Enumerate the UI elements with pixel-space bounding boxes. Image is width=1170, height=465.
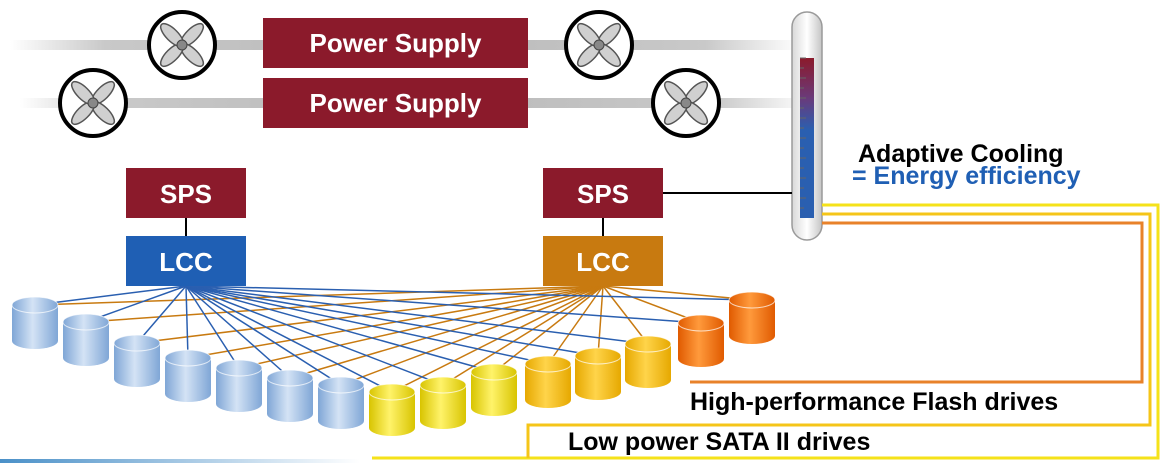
- lcc-left-link: [185, 285, 393, 393]
- flash-inner-border: [690, 221, 1144, 384]
- power-supply-bottom: Power Supply: [263, 78, 528, 128]
- lcc-right-link: [602, 285, 649, 345]
- fan-icon: [58, 68, 128, 138]
- drive-icon: [215, 359, 263, 412]
- lcc-right-link: [85, 285, 604, 323]
- drive-icon: [624, 335, 672, 388]
- lcc-left-link: [185, 285, 495, 373]
- power-supply-label: Power Supply: [310, 28, 482, 58]
- flash-drives-label: High-performance Flash drives: [690, 388, 1058, 416]
- drive-icon: [164, 349, 212, 402]
- drive-icon: [266, 369, 314, 422]
- lcc-left-link: [185, 285, 599, 357]
- lcc-label: LCC: [159, 247, 213, 277]
- drive-icon: [62, 313, 110, 366]
- drive-icon: [11, 296, 59, 349]
- fan-icon: [147, 10, 217, 80]
- cooling-title: Adaptive Cooling: [858, 140, 1064, 168]
- lcc-left-link: [185, 285, 444, 386]
- lcc-right-link: [442, 285, 604, 386]
- lcc-right-link: [602, 285, 702, 324]
- lcc-left-link: [185, 285, 549, 365]
- power-supply-top: Power Supply: [263, 18, 528, 68]
- fan-icon: [564, 10, 634, 80]
- lcc-left-link: [185, 285, 291, 379]
- cooling-subtitle: = Energy efficiency: [852, 162, 1081, 190]
- baseline-accent: [0, 459, 360, 463]
- lcc-left-link: [185, 285, 342, 386]
- sata-group-border: [372, 203, 1160, 460]
- drive-icon: [728, 291, 776, 344]
- lcc-right-link: [547, 285, 604, 365]
- flash-group-border: [526, 212, 1152, 458]
- drive-icon: [677, 314, 725, 367]
- fan-icon: [651, 68, 721, 138]
- lcc-right-link: [136, 285, 604, 344]
- power-supply-label: Power Supply: [310, 88, 482, 118]
- lcc-left-link: [185, 285, 649, 345]
- lcc-right-link: [597, 285, 604, 357]
- lcc-label: LCC: [576, 247, 630, 277]
- lcc-right-link: [493, 285, 604, 373]
- lcc-right-link: [602, 285, 753, 301]
- lcc-left: LCC: [126, 236, 246, 286]
- drive-icon: [368, 383, 416, 436]
- thermometer-icon: [791, 11, 823, 241]
- drive-icon: [524, 355, 572, 408]
- lcc-left-link: [185, 285, 240, 369]
- lcc-left-link: [185, 285, 753, 301]
- lcc-right-link: [289, 285, 604, 379]
- drive-icon: [113, 334, 161, 387]
- drive-icon: [419, 376, 467, 429]
- lcc-right: LCC: [543, 236, 663, 286]
- lcc-left-link: [185, 285, 189, 359]
- sps-left: SPS: [126, 168, 246, 218]
- lcc-right-link: [340, 285, 604, 386]
- sata-drives-label: Low power SATA II drives: [568, 428, 870, 456]
- drive-icon: [317, 376, 365, 429]
- lcc-right-link: [238, 285, 604, 369]
- drive-icon: [470, 363, 518, 416]
- sps-right: SPS: [543, 168, 663, 218]
- lcc-left-link: [34, 285, 187, 306]
- lcc-left-link: [185, 285, 702, 324]
- sps-label: SPS: [160, 179, 212, 209]
- drive-icon: [574, 347, 622, 400]
- lcc-left-link: [136, 285, 187, 344]
- sps-label: SPS: [577, 179, 629, 209]
